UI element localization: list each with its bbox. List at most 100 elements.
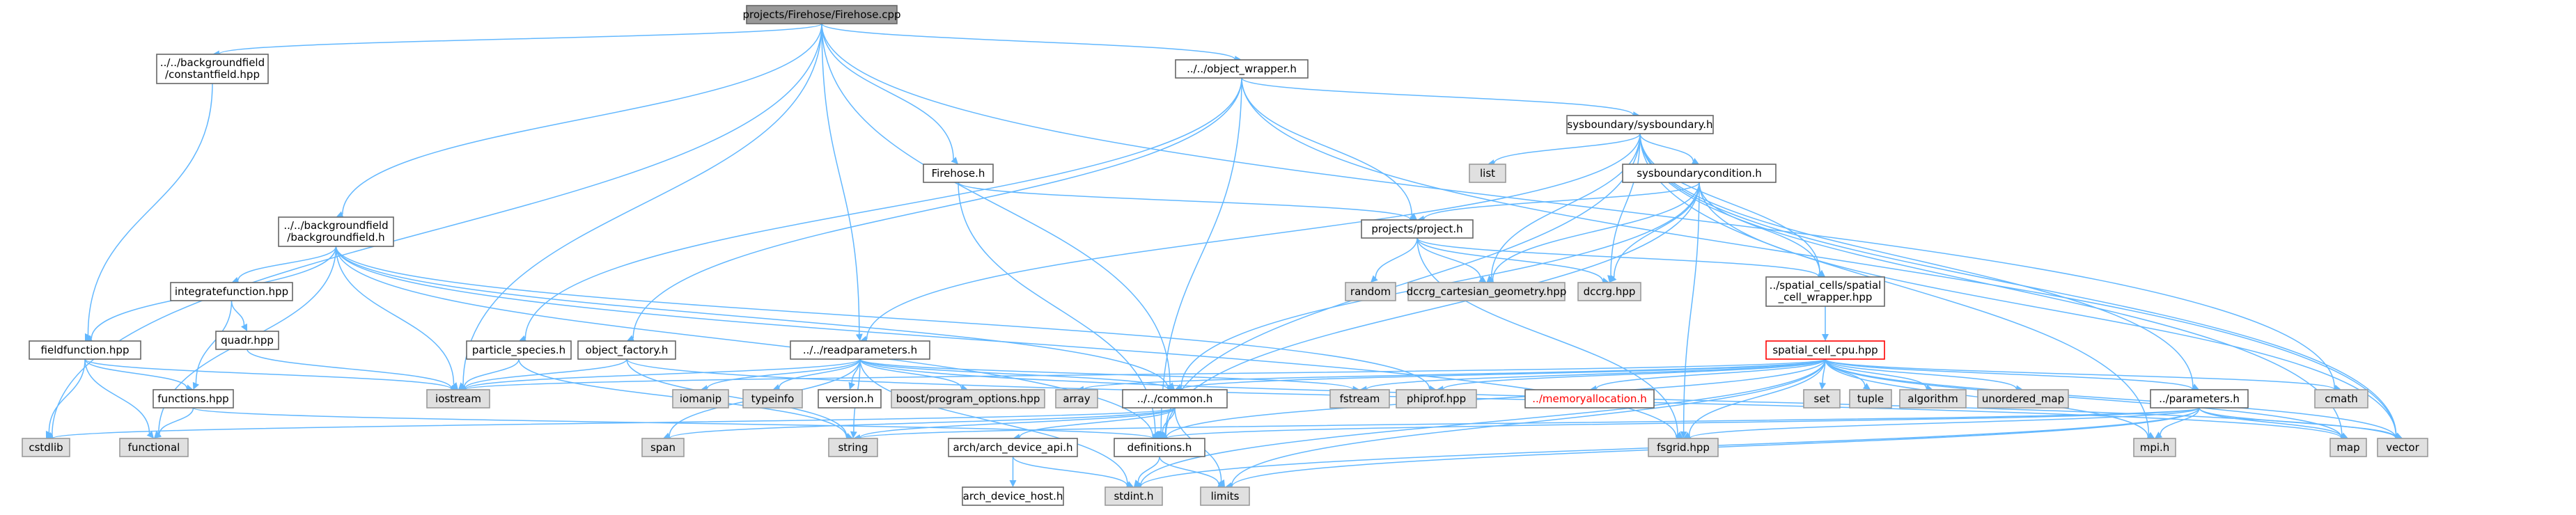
dependency-edge	[84, 358, 187, 388]
node-label: /backgroundfield.h	[287, 231, 384, 244]
node-label: tuple	[1857, 393, 1884, 405]
node-sysboundarycondition[interactable]: sysboundarycondition.h	[1622, 164, 1777, 183]
node-firehose-h[interactable]: Firehose.h	[923, 164, 994, 183]
dependency-edge	[1019, 407, 1176, 438]
node-box	[818, 389, 882, 409]
node-label: projects/Firehose/Firehose.cpp	[742, 8, 900, 21]
edge-arrowhead	[1478, 276, 1487, 283]
node-box	[1114, 438, 1205, 457]
node-box	[742, 389, 803, 409]
node-arch-device-host[interactable]: arch_device_host.h	[962, 486, 1064, 506]
dependency-edge	[335, 246, 1430, 389]
edge-arrowhead	[85, 335, 93, 342]
dependency-edge	[1683, 182, 1700, 432]
edge-arrowhead	[1691, 157, 1699, 164]
node-label: boost/program_options.hpp	[896, 393, 1040, 406]
node-label: ../parameters.h	[2159, 393, 2240, 405]
node-readparameters[interactable]: ../../readparameters.h	[790, 340, 930, 360]
node-mpi: mpi.h	[2133, 438, 2176, 457]
node-box	[1622, 164, 1777, 183]
node-boost-po: boost/program_options.hpp	[891, 389, 1045, 409]
dependency-edge	[465, 358, 1826, 390]
node-label: fieldfunction.hpp	[41, 344, 130, 356]
node-list: list	[1469, 164, 1506, 183]
edge-arrowhead	[451, 382, 458, 390]
dependency-edge	[1639, 133, 2397, 436]
node-object-wrapper[interactable]: ../../object_wrapper.h	[1175, 59, 1309, 79]
node-constantfield[interactable]: ../../backgroundfield/constantfield.hpp	[156, 54, 269, 84]
node-box	[1765, 276, 1885, 307]
node-box	[1345, 282, 1396, 301]
node-functions[interactable]: functions.hpp	[153, 389, 234, 409]
node-box	[1407, 282, 1566, 301]
dependency-edge	[1160, 77, 1242, 432]
node-cmath: cmath	[2314, 389, 2368, 409]
node-definitions[interactable]: definitions.h	[1114, 438, 1205, 457]
node-phiprof: phiprof.hpp	[1396, 389, 1477, 409]
node-sysboundary[interactable]: sysboundary/sysboundary.h	[1566, 115, 1714, 134]
node-box	[29, 340, 141, 360]
node-box	[2314, 389, 2368, 409]
node-label: sysboundary/sysboundary.h	[1567, 118, 1712, 131]
node-functional: functional	[119, 438, 189, 457]
node-integratefunction[interactable]: integratefunction.hpp	[170, 282, 293, 301]
node-iostream: iostream	[426, 389, 490, 409]
dependency-edge	[1181, 358, 1826, 390]
dependency-edge	[1825, 358, 2396, 438]
node-box	[672, 389, 729, 409]
node-version[interactable]: version.h	[818, 389, 882, 409]
node-project[interactable]: projects/project.h	[1361, 219, 1474, 239]
node-common[interactable]: ../../common.h	[1122, 389, 1228, 409]
node-box	[1648, 438, 1719, 457]
dependency-edge	[1166, 358, 1826, 438]
node-string: string	[828, 438, 878, 457]
node-box	[1849, 389, 1892, 409]
node-backgroundfield[interactable]: ../../backgroundfield/backgroundfield.h	[278, 216, 394, 247]
dependency-edge	[859, 358, 1354, 390]
node-dccrg-cartesian: dccrg_cartesian_geometry.hpp	[1407, 282, 1566, 301]
node-set: set	[1803, 389, 1841, 409]
node-spatial-cell-wrapper[interactable]: ../spatial_cells/spatial_cell_wrapper.hp…	[1765, 276, 1885, 307]
node-label: array	[1063, 393, 1090, 405]
node-label: sysboundarycondition.h	[1637, 167, 1762, 180]
node-quadr[interactable]: quadr.hpp	[215, 331, 279, 350]
edge-arrowhead	[772, 383, 781, 391]
node-fieldfunction[interactable]: fieldfunction.hpp	[29, 340, 141, 360]
dependency-edge	[231, 300, 245, 326]
node-box	[2377, 438, 2428, 457]
edge-arrowhead	[1609, 275, 1617, 283]
dependency-edge	[335, 246, 1169, 389]
node-arch-device-api[interactable]: arch/arch_device_api.h	[948, 438, 1078, 457]
node-object-factory[interactable]: object_factory.h	[577, 340, 676, 360]
dependency-edge	[859, 407, 2200, 439]
node-particle-species[interactable]: particle_species.h	[466, 340, 572, 360]
node-fstream: fstream	[1329, 389, 1390, 409]
dependency-edge	[335, 246, 455, 385]
node-stdint: stdint.h	[1104, 486, 1163, 506]
edge-arrowhead	[1371, 275, 1378, 283]
dependency-edge	[2199, 407, 2396, 438]
node-label: functions.hpp	[157, 393, 228, 405]
dependency-edge	[247, 349, 452, 389]
node-box	[119, 438, 189, 457]
dependency-edge	[2160, 407, 2200, 435]
node-unordered-map: unordered_map	[1977, 389, 2069, 409]
node-label: span	[650, 441, 676, 454]
node-parameters[interactable]: ../parameters.h	[2150, 389, 2249, 409]
node-memoryallocation[interactable]: ../memoryallocation.h	[1524, 389, 1655, 409]
node-label: Firehose.h	[932, 167, 985, 180]
edge-arrowhead	[855, 333, 863, 341]
node-tuple: tuple	[1849, 389, 1892, 409]
node-label: ../../common.h	[1137, 393, 1213, 405]
node-spatial-cell-cpu[interactable]: spatial_cell_cpu.hpp	[1765, 340, 1885, 360]
node-box	[2150, 389, 2249, 409]
node-box	[1524, 389, 1655, 409]
node-firehose-cpp[interactable]: projects/Firehose/Firehose.cpp	[742, 5, 901, 24]
node-label: set	[1814, 393, 1830, 405]
edge-arrowhead	[1160, 430, 1166, 438]
node-box	[891, 389, 1045, 409]
node-box	[170, 282, 293, 301]
edge-arrowhead	[627, 335, 635, 342]
node-limits: limits	[1200, 486, 1250, 506]
dependency-edge	[1159, 456, 1219, 484]
